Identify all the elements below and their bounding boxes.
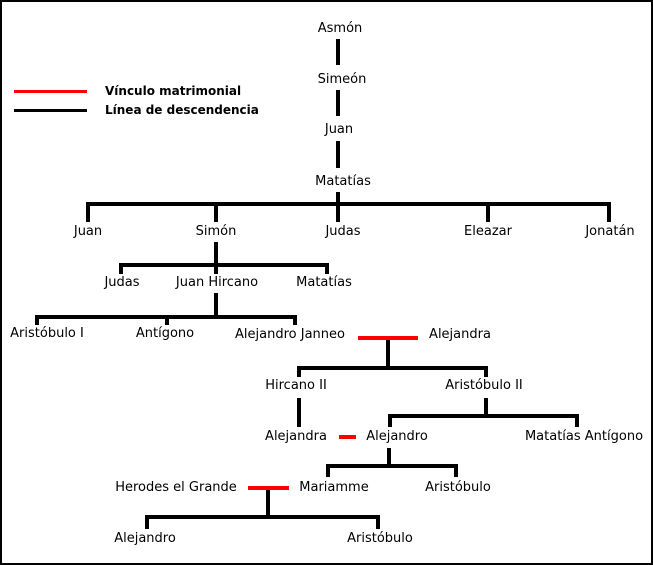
descent-line	[35, 315, 39, 325]
person-eleazar: Eleazar	[464, 224, 512, 239]
descent-line	[214, 293, 218, 315]
person-matatias-antigono: Matatías Antígono	[524, 429, 644, 444]
marriage-line-swatch	[14, 90, 87, 93]
person-alejandra-2: Alejandra	[265, 429, 327, 444]
descent-line	[297, 366, 301, 377]
descent-line	[325, 263, 329, 274]
person-alejandro-1: Alejandro	[366, 429, 428, 444]
marriage-line	[248, 486, 289, 490]
person-mariamme: Mariamme	[299, 480, 369, 495]
descent-line	[86, 202, 611, 206]
descent-line	[484, 366, 488, 377]
person-matatias-2: Matatías	[296, 275, 352, 290]
person-aristobulo-i: Aristóbulo I	[10, 326, 84, 341]
descent-line	[165, 315, 169, 325]
person-aristobulo-ii: Aristóbulo II	[445, 378, 523, 393]
descent-line	[388, 414, 579, 418]
person-juan-1: Juan	[324, 122, 354, 137]
person-simon: Simón	[195, 224, 237, 239]
descent-line	[336, 141, 340, 168]
marriage-line	[358, 336, 418, 340]
person-jonatan: Jonatán	[585, 224, 635, 239]
descent-line	[388, 414, 392, 427]
descent-line	[326, 464, 458, 468]
marriage-line	[339, 435, 356, 439]
person-matatias-1: Matatías	[315, 174, 371, 189]
descent-line	[119, 263, 123, 274]
person-aristobulo-2: Aristóbulo	[347, 531, 413, 546]
descent-line	[336, 202, 340, 222]
descent-line	[386, 340, 390, 366]
descent-line	[214, 242, 218, 263]
descent-line-swatch	[14, 109, 87, 112]
descent-line	[336, 39, 340, 65]
descent-line	[575, 414, 579, 427]
descent-line	[297, 366, 488, 370]
legend-marriage-label: Vínculo matrimonial	[105, 84, 242, 98]
descent-line	[297, 398, 301, 427]
descent-line	[454, 464, 458, 477]
person-juan-2: Juan	[73, 224, 103, 239]
person-simeon: Simeón	[317, 72, 367, 87]
descent-line	[484, 398, 488, 414]
person-judas-2: Judas	[104, 275, 140, 290]
descent-line	[336, 90, 340, 116]
descent-line	[119, 263, 329, 267]
person-alejandro-janneo: Alejandro Janneo	[235, 327, 345, 342]
descent-line	[387, 448, 391, 464]
person-antigono: Antígono	[135, 326, 195, 341]
person-alejandra-1: Alejandra	[429, 327, 491, 342]
descent-line	[266, 490, 270, 515]
descent-line	[293, 315, 297, 325]
person-hircano-ii: Hircano II	[265, 378, 327, 393]
person-asmon: Asmón	[317, 21, 363, 36]
descent-line	[326, 464, 330, 477]
descent-line	[607, 202, 611, 222]
person-alejandro-2: Alejandro	[114, 531, 176, 546]
descent-line	[214, 202, 218, 222]
descent-line	[376, 515, 380, 529]
descent-line	[486, 202, 490, 222]
person-herodes-el-grande: Herodes el Grande	[115, 480, 237, 495]
descent-line	[145, 515, 149, 529]
descent-line	[214, 263, 218, 274]
person-juan-hircano: Juan Hircano	[175, 275, 259, 290]
person-judas-1: Judas	[325, 224, 361, 239]
descent-line	[145, 515, 380, 519]
descent-line	[336, 192, 340, 206]
legend-descent-label: Línea de descendencia	[105, 103, 259, 117]
descent-line	[86, 202, 90, 222]
person-aristobulo-1: Aristóbulo	[425, 480, 491, 495]
